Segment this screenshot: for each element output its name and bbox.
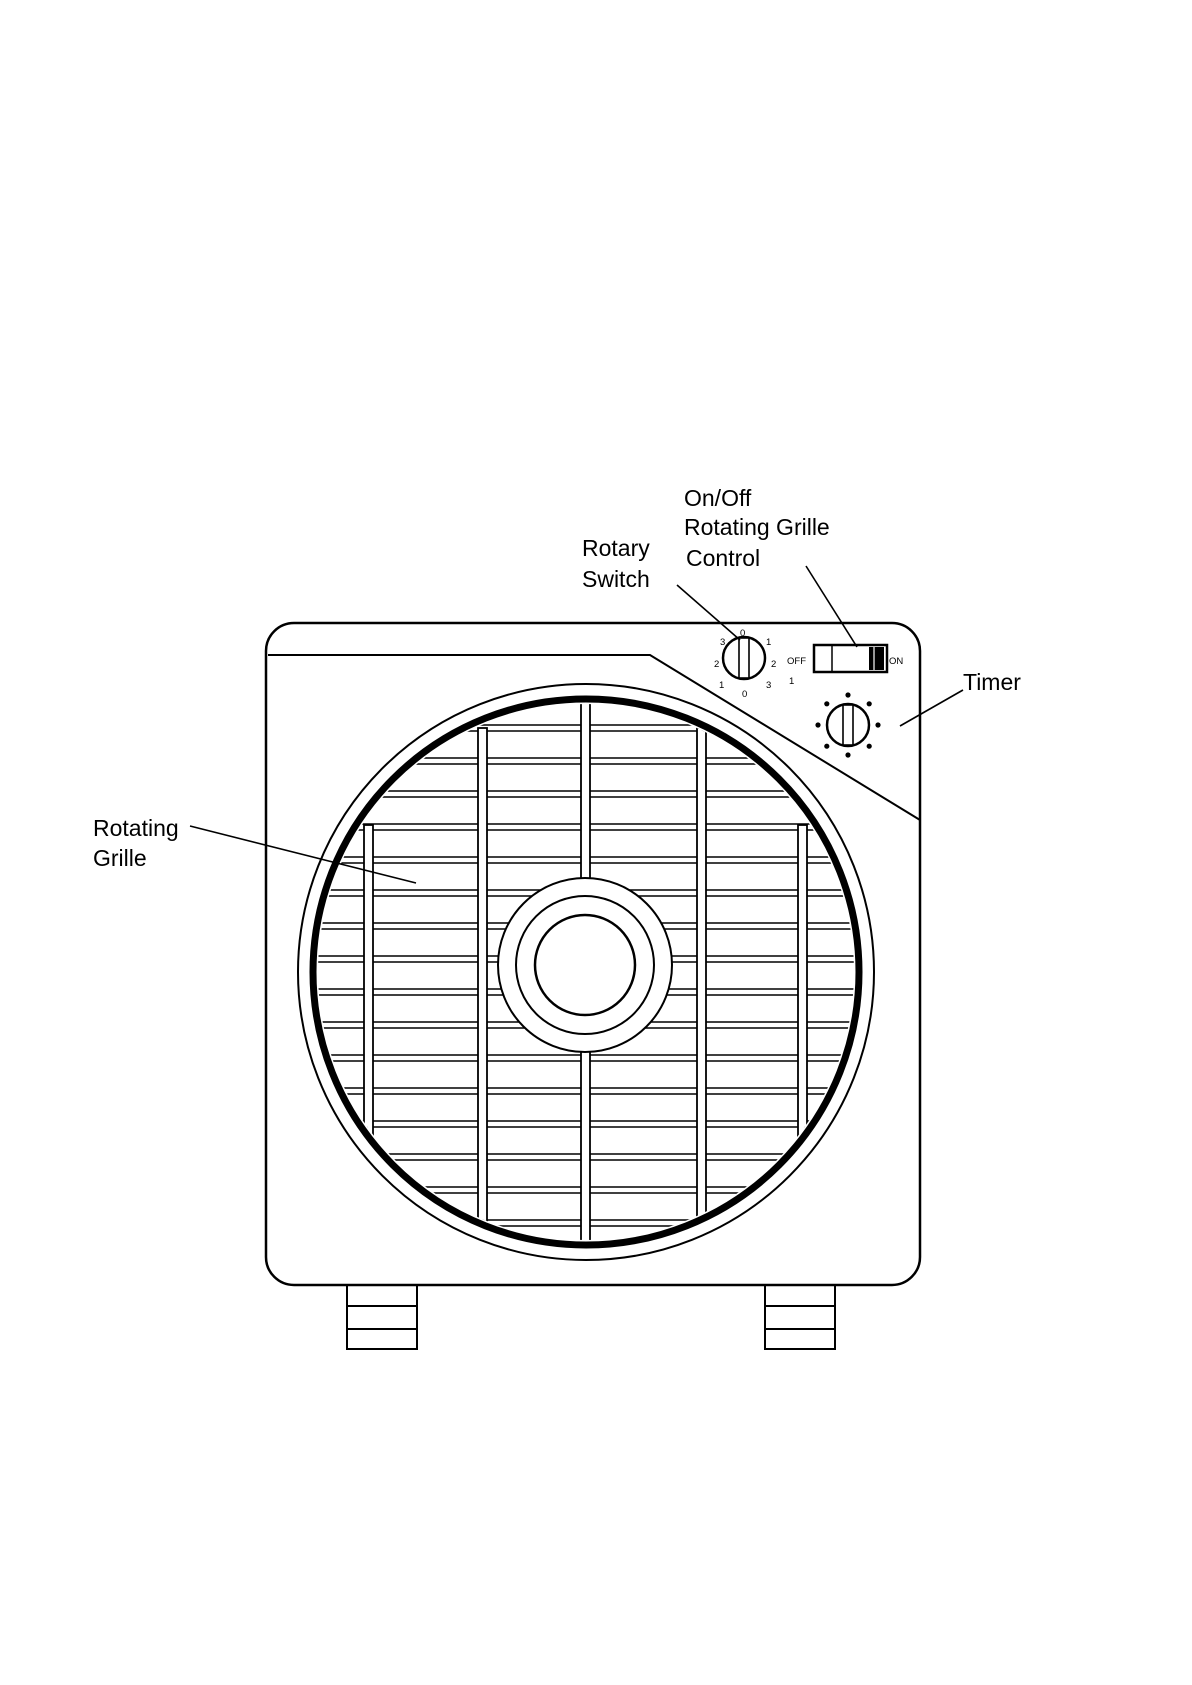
rotary-scale-right-2: 2 (771, 659, 776, 670)
timer-dot (824, 701, 829, 706)
fan-hub (498, 878, 672, 1052)
timer-dot (815, 722, 820, 727)
grille-label-line2: Grille (93, 845, 147, 871)
on-off-label-line3: Control (686, 545, 760, 571)
timer-dot (867, 744, 872, 749)
rotary-scale-bottom: 0 (742, 689, 747, 700)
rotary-label-line1: Rotary (582, 535, 650, 561)
on-off-label-line1: On/Off (684, 485, 752, 511)
timer-dot (845, 752, 850, 757)
right-foot (765, 1283, 835, 1349)
grille-vertical-bar (478, 728, 487, 1240)
rotary-scale-left-2: 2 (714, 659, 719, 670)
switch-extra-mark: 1 (789, 676, 794, 687)
timer-dot (875, 722, 880, 727)
grille-vertical-bar (697, 728, 706, 1240)
rotary-scale-top: 0 (740, 628, 745, 639)
grille-label-line1: Rotating (93, 815, 179, 841)
timer-label: Timer (963, 669, 1021, 695)
switch-on-label: ON (889, 656, 903, 667)
timer-dot (845, 692, 850, 697)
switch-off-label: OFF (787, 656, 806, 667)
timer-dot (824, 744, 829, 749)
grille-vertical-bar (798, 825, 807, 1140)
rotary-scale-right-1: 1 (766, 637, 771, 648)
rotary-scale-left-3: 1 (719, 680, 724, 691)
on-off-label-line2: Rotating Grille (684, 514, 830, 540)
rotary-scale-right-3: 3 (766, 680, 771, 691)
timer-dot (867, 701, 872, 706)
rotary-scale-left-1: 3 (720, 637, 725, 648)
rotary-label-line2: Switch (582, 566, 650, 592)
left-foot (347, 1283, 417, 1349)
